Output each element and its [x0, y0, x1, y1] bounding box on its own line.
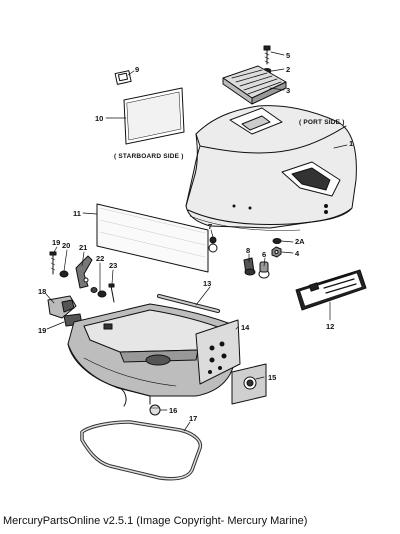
starboard-side-label: ( STARBOARD SIDE )	[114, 153, 184, 160]
callout-11: 11	[73, 209, 81, 218]
part-23-screw	[108, 283, 115, 303]
callout-23: 23	[109, 261, 117, 270]
callout-13: 13	[203, 279, 211, 288]
callout-10: 10	[95, 114, 103, 123]
callout-9: 9	[135, 65, 139, 74]
callout-21: 21	[79, 243, 87, 252]
callout-19-upper: 19	[52, 238, 60, 247]
callout-15: 15	[268, 373, 276, 382]
part-4-nut	[271, 246, 282, 258]
part-3-vent-cover	[222, 65, 287, 105]
part-7-grommet	[208, 236, 218, 253]
part-20-washer	[59, 270, 69, 278]
part-9-decal	[114, 70, 132, 85]
callout-14: 14	[241, 323, 250, 332]
callout-2: 2	[286, 65, 290, 74]
part-2a-washer	[272, 238, 282, 244]
part-18-lever	[47, 295, 77, 319]
part-11-decal-sheet	[96, 203, 209, 273]
part-8-latch-post	[243, 257, 256, 276]
callout-19-lower: 19	[38, 326, 46, 335]
port-side-label: ( PORT SIDE )	[299, 119, 345, 126]
callout-18: 18	[38, 287, 46, 296]
part-17-seal	[80, 420, 203, 481]
part-1-top-cowl	[185, 105, 357, 231]
part-16-grommet	[149, 404, 161, 416]
callout-5: 5	[286, 51, 290, 60]
callout-3: 3	[286, 86, 290, 95]
part-6-knob	[258, 261, 270, 279]
part-12-name-plate	[295, 269, 367, 311]
part-13-rod	[157, 294, 220, 313]
part-14-bottom-cowl	[67, 303, 241, 407]
callout-6: 6	[262, 250, 266, 259]
part-21-spring-clip	[75, 255, 93, 289]
callout-12: 12	[326, 322, 334, 331]
callout-20: 20	[62, 241, 70, 250]
leader-lines	[45, 51, 348, 432]
part-10-plate	[123, 87, 185, 145]
callout-8: 8	[246, 246, 250, 255]
callout-22: 22	[96, 254, 104, 263]
callout-2a: 2A	[295, 237, 305, 246]
part-19-screw-upper	[49, 251, 57, 275]
part-5-screw	[263, 45, 271, 65]
callout-7: 7	[208, 222, 212, 231]
part-15-plate	[231, 363, 267, 405]
copyright-footer: MercuryPartsOnline v2.5.1 (Image Copyrig…	[3, 515, 308, 527]
callout-1: 1	[349, 139, 353, 148]
callout-4: 4	[295, 249, 300, 258]
part-22-nut	[90, 287, 107, 298]
callout-16: 16	[169, 406, 177, 415]
callout-17: 17	[189, 414, 197, 423]
